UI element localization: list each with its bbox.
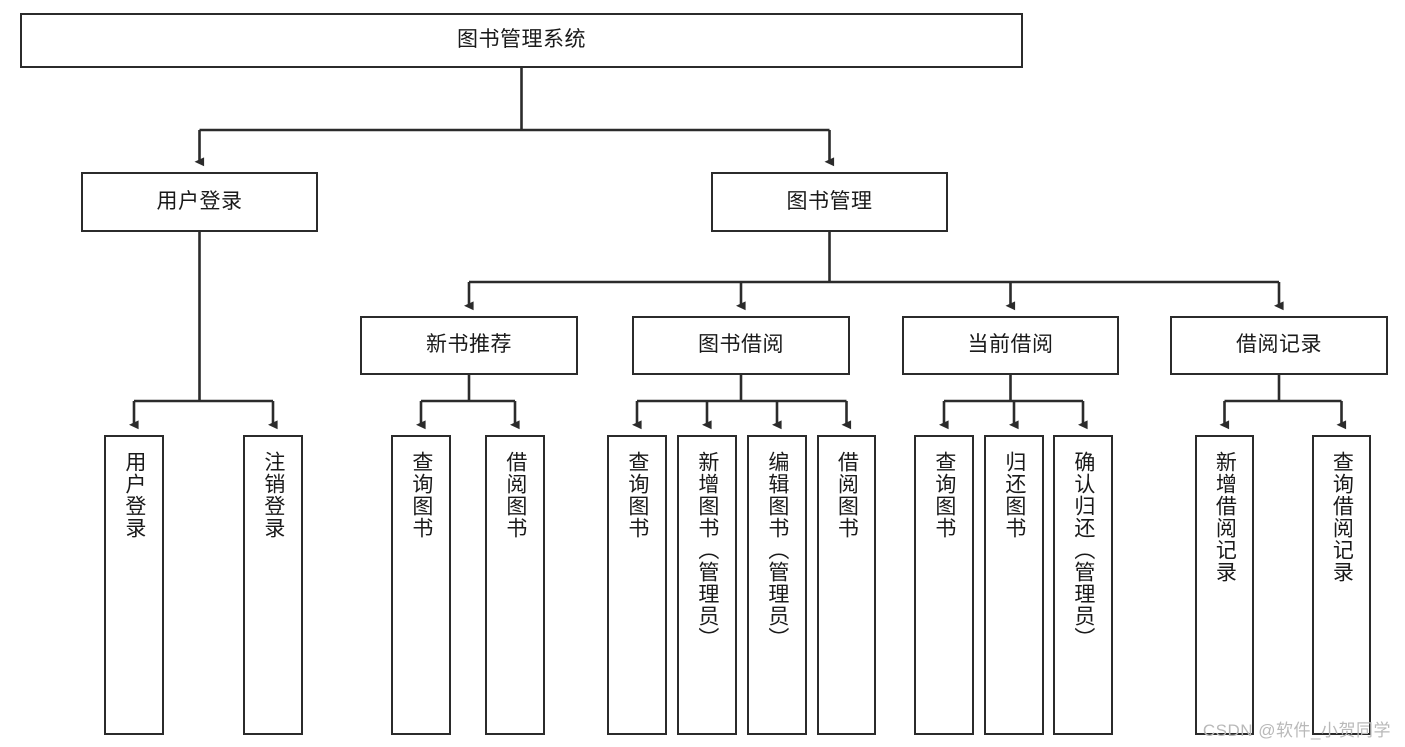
node-leaf-query-book-label: 查询图书 xyxy=(625,451,649,539)
node-leaf-return-book-label: 归还图书 xyxy=(1002,451,1026,539)
node-leaf-user-logout-label: 注销登录 xyxy=(261,451,285,539)
node-user-login-label: 用户登录 xyxy=(156,189,243,213)
node-leaf-add-record-label: 新增借阅记录 xyxy=(1213,451,1237,583)
node-leaf-user-login-label: 用户登录 xyxy=(122,451,146,539)
node-leaf-query-book-cur[interactable]: 查询图书 xyxy=(914,435,974,735)
node-leaf-user-login[interactable]: 用户登录 xyxy=(104,435,164,735)
node-leaf-add-book-label: 新增图书（管理员） xyxy=(695,451,719,649)
node-leaf-confirm-return[interactable]: 确认归还（管理员） xyxy=(1053,435,1113,735)
node-leaf-add-record[interactable]: 新增借阅记录 xyxy=(1195,435,1254,735)
node-book-borrow[interactable]: 图书借阅 xyxy=(632,316,850,375)
node-leaf-query-book-cur-label: 查询图书 xyxy=(932,451,956,539)
node-book-manage-label: 图书管理 xyxy=(786,189,873,213)
node-leaf-query-record-label: 查询借阅记录 xyxy=(1330,451,1354,583)
node-current-borrow-label: 当前借阅 xyxy=(967,333,1054,357)
node-borrow-record-label: 借阅记录 xyxy=(1236,333,1322,357)
node-root[interactable]: 图书管理系统 xyxy=(20,13,1023,68)
node-leaf-add-book[interactable]: 新增图书（管理员） xyxy=(677,435,737,735)
node-current-borrow[interactable]: 当前借阅 xyxy=(902,316,1119,375)
node-leaf-query-book[interactable]: 查询图书 xyxy=(607,435,667,735)
node-leaf-edit-book[interactable]: 编辑图书（管理员） xyxy=(747,435,807,735)
node-leaf-user-logout[interactable]: 注销登录 xyxy=(243,435,303,735)
node-leaf-query-book-rec[interactable]: 查询图书 xyxy=(391,435,451,735)
node-borrow-record[interactable]: 借阅记录 xyxy=(1170,316,1388,375)
node-leaf-borrow-book[interactable]: 借阅图书 xyxy=(817,435,876,735)
node-leaf-borrow-book-rec[interactable]: 借阅图书 xyxy=(485,435,545,735)
node-user-login[interactable]: 用户登录 xyxy=(81,172,318,232)
node-leaf-query-record[interactable]: 查询借阅记录 xyxy=(1312,435,1371,735)
node-book-manage[interactable]: 图书管理 xyxy=(711,172,948,232)
node-leaf-return-book[interactable]: 归还图书 xyxy=(984,435,1044,735)
node-leaf-query-book-rec-label: 查询图书 xyxy=(409,451,433,539)
node-leaf-borrow-book-rec-label: 借阅图书 xyxy=(503,451,527,539)
node-leaf-borrow-book-label: 借阅图书 xyxy=(835,451,859,539)
node-book-borrow-label: 图书借阅 xyxy=(698,333,784,357)
node-new-book-rec[interactable]: 新书推荐 xyxy=(360,316,578,375)
node-leaf-edit-book-label: 编辑图书（管理员） xyxy=(765,451,789,649)
node-leaf-confirm-return-label: 确认归还（管理员） xyxy=(1071,451,1095,649)
node-root-label: 图书管理系统 xyxy=(457,28,586,52)
node-new-book-rec-label: 新书推荐 xyxy=(426,333,512,357)
